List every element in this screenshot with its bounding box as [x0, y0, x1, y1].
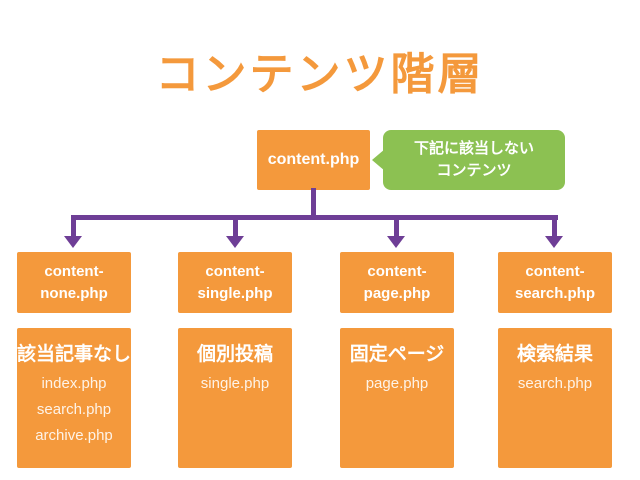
detail-heading: 個別投稿: [196, 344, 273, 365]
arrow-down-icon: [64, 236, 82, 248]
callout-line1: 下記に該当しない: [413, 140, 534, 157]
detail-file: search.php: [517, 375, 593, 392]
detail-heading: 固定ページ: [349, 344, 445, 365]
connector-stub-4: [552, 215, 557, 238]
arrow-down-icon: [545, 236, 563, 248]
header-label-line2: page.php: [363, 284, 431, 302]
detail-node-content-none: 該当記事なし index.php search.php archive.php: [17, 328, 131, 468]
detail-file: index.php: [41, 375, 107, 392]
header-node-content-single: content- single.php: [178, 252, 292, 313]
header-label-line1: content-: [205, 262, 265, 280]
header-node-content-page: content- page.php: [340, 252, 454, 313]
arrow-down-icon: [226, 236, 244, 248]
detail-file: archive.php: [35, 427, 113, 444]
detail-heading: 検索結果: [516, 344, 593, 365]
root-node-label: content.php: [267, 151, 360, 168]
arrow-down-icon: [387, 236, 405, 248]
connector-stub-1: [71, 215, 76, 238]
detail-heading: 該当記事なし: [17, 344, 132, 365]
header-label-line1: content-: [44, 262, 104, 280]
detail-node-content-search: 検索結果 search.php: [498, 328, 612, 468]
connector-stub-2: [233, 215, 238, 238]
header-node-content-search: content- search.php: [498, 252, 612, 313]
connector-stem: [311, 188, 316, 217]
header-node-content-none: content- none.php: [17, 252, 131, 313]
detail-node-content-single: 個別投稿 single.php: [178, 328, 292, 468]
callout-line2: コンテンツ: [436, 162, 512, 179]
detail-file: search.php: [36, 401, 112, 418]
diagram-title: コンテンツ階層: [155, 50, 485, 99]
header-label-line1: content-: [367, 262, 427, 280]
callout-bubble: 下記に該当しない コンテンツ: [383, 130, 565, 190]
header-label-line1: content-: [525, 262, 585, 280]
header-label-line2: none.php: [40, 284, 108, 302]
header-label-line2: single.php: [197, 284, 273, 302]
header-label-line2: search.php: [514, 284, 596, 302]
detail-node-content-page: 固定ページ page.php: [340, 328, 454, 468]
detail-file: page.php: [365, 375, 429, 392]
connector-horizontal: [72, 215, 558, 220]
connector-stub-3: [394, 215, 399, 238]
root-node-content-php: content.php: [257, 130, 370, 190]
detail-file: single.php: [200, 375, 270, 392]
